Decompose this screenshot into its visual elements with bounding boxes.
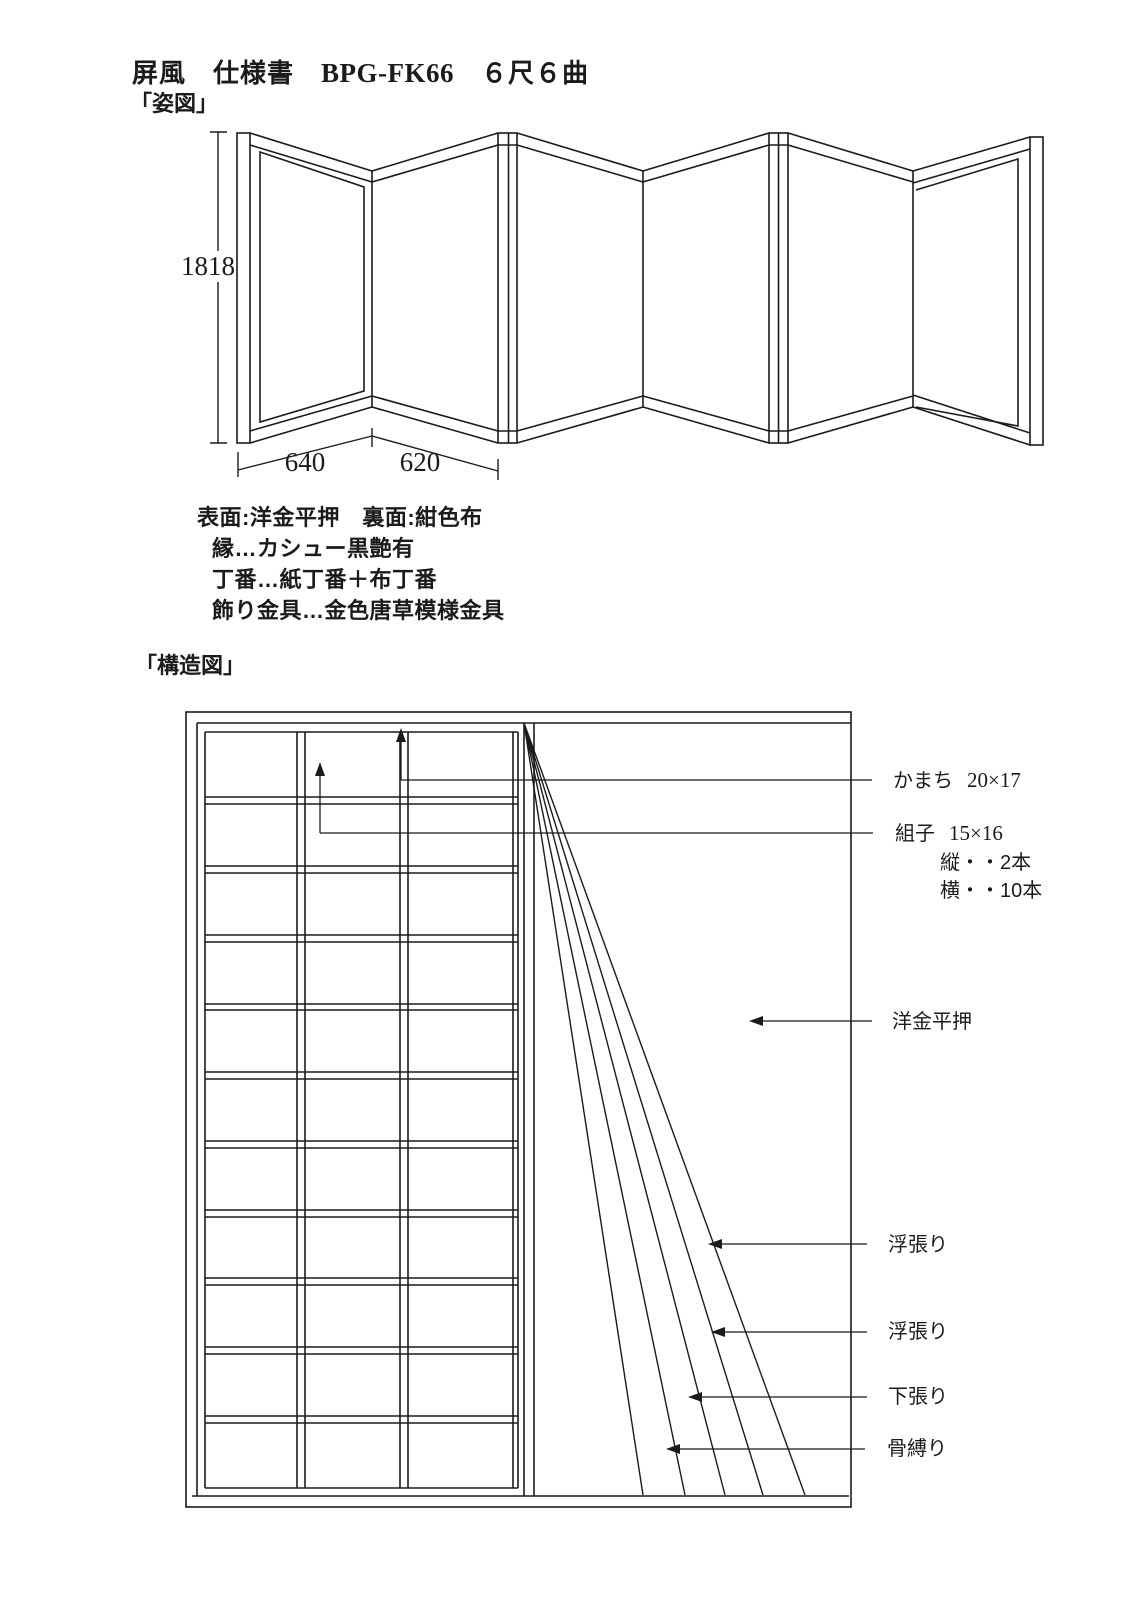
center-stile [523,723,535,1496]
materials-line-fittings: 飾り金具…金色唐草模様金具 [212,598,505,623]
surface-callout [749,1016,872,1026]
hinge-bar-2 [768,132,789,444]
ukibari-callout-1 [708,1239,867,1249]
appearance-diagram [210,131,1044,480]
kumiko-callout [315,762,873,834]
structure-diagram [185,711,873,1508]
kumiko-lattice [204,731,519,1489]
label-ukibari-1: 浮張り [888,1234,948,1256]
kamachi-size: 20×17 [967,768,1021,792]
left-end-bar [236,132,251,444]
materials-line-edge: 縁…カシュー黒艶有 [212,536,415,561]
label-ukibari-2: 浮張り [888,1321,948,1343]
panel-2 [371,132,499,444]
ukibari-callout-2 [711,1327,867,1337]
kamachi-name: かまち [893,770,953,792]
dim-height-label: 1818 [181,251,235,282]
title-product: 屏風 仕様書 [132,58,322,88]
callouts [315,728,873,1454]
panel-3 [516,132,644,444]
materials-line-hinge: 丁番…紙丁番＋布丁番 [212,567,438,592]
drawing-title: 屏風 仕様書 BPG-FK66 ６尺６曲 [132,53,589,90]
layer-fan-lines [523,722,806,1496]
label-honeshibari: 骨縛り [887,1438,947,1460]
panel-5 [787,132,914,444]
appearance-section-heading: 「姿図」 [130,91,219,116]
label-kamachi: かまち 20×17 [893,768,1021,793]
dim-width-right-label: 620 [399,447,441,477]
label-kumiko: 組子 15×16 [895,821,1003,846]
dim-width-left-label: 640 [284,447,326,477]
right-end-bar [1029,136,1044,446]
hinge-bar-1 [497,132,518,444]
kumiko-size: 15×16 [949,821,1003,845]
height-dimension [210,131,227,444]
label-shitabari: 下張り [888,1386,948,1408]
structure-section-heading: 「構造図」 [135,653,246,678]
label-surface: 洋金平押 [892,1011,972,1033]
panel-6 [912,136,1031,446]
panel-1 [249,132,373,444]
panel-4 [642,132,770,444]
width-dimension [237,428,499,480]
materials-line-surface: 表面:洋金平押 裏面:紺色布 [197,505,483,530]
shitabari-callout [688,1392,867,1402]
label-kumiko-horizontal-count: 横・・10本 [940,880,1043,902]
title-size-spec: ６尺６曲 [454,58,590,88]
kumiko-name: 組子 [895,823,935,845]
honeshibari-callout [666,1444,865,1454]
kamachi-callout [396,728,872,781]
title-model-number: BPG-FK66 [321,58,455,88]
label-kumiko-vertical-count: 縦・・2本 [940,852,1032,874]
